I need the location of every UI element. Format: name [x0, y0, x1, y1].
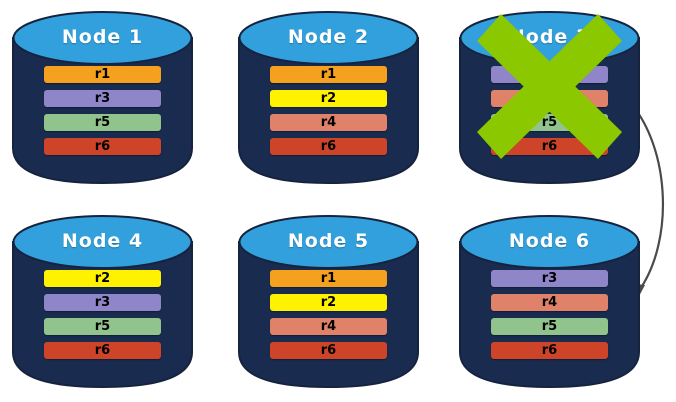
replica-bar-r6[interactable]: r6	[44, 342, 161, 359]
replica-bar-r1[interactable]: r1	[44, 66, 161, 83]
replica-bar-r2[interactable]: r2	[270, 90, 387, 107]
replica-bar-r1[interactable]: r1	[270, 66, 387, 83]
replica-bar-r3[interactable]: r3	[44, 90, 161, 107]
replica-bar-r4[interactable]: r4	[491, 90, 608, 107]
replica-bar-r6[interactable]: r6	[270, 138, 387, 155]
replica-bar-r4[interactable]: r4	[270, 318, 387, 335]
replica-list: r2 r3 r5 r6	[44, 270, 161, 366]
replica-bar-r5[interactable]: r5	[491, 114, 608, 131]
replica-bar-r6[interactable]: r6	[491, 342, 608, 359]
replica-bar-r3[interactable]: r3	[44, 294, 161, 311]
replica-bar-r5[interactable]: r5	[491, 318, 608, 335]
replica-bar-r2[interactable]: r2	[44, 270, 161, 287]
replica-list: r1 r3 r5 r6	[44, 66, 161, 162]
replica-list: r1 r2 r4 r6	[270, 66, 387, 162]
replica-bar-r6[interactable]: r6	[491, 138, 608, 155]
replica-bar-r5[interactable]: r5	[44, 318, 161, 335]
replica-bar-r2[interactable]: r2	[270, 294, 387, 311]
replica-bar-r3[interactable]: r3	[491, 270, 608, 287]
replica-list: r3 r4 r5 r6	[491, 66, 608, 162]
replica-bar-r1[interactable]: r1	[270, 270, 387, 287]
replica-bar-r4[interactable]: r4	[491, 294, 608, 311]
replica-bar-r5[interactable]: r5	[44, 114, 161, 131]
replica-list: r1 r2 r4 r6	[270, 270, 387, 366]
replica-bar-r4[interactable]: r4	[270, 114, 387, 131]
replica-bar-r6[interactable]: r6	[270, 342, 387, 359]
replica-bar-r3[interactable]: r3	[491, 66, 608, 83]
replica-list: r3 r4 r5 r6	[491, 270, 608, 366]
replica-bar-r6[interactable]: r6	[44, 138, 161, 155]
